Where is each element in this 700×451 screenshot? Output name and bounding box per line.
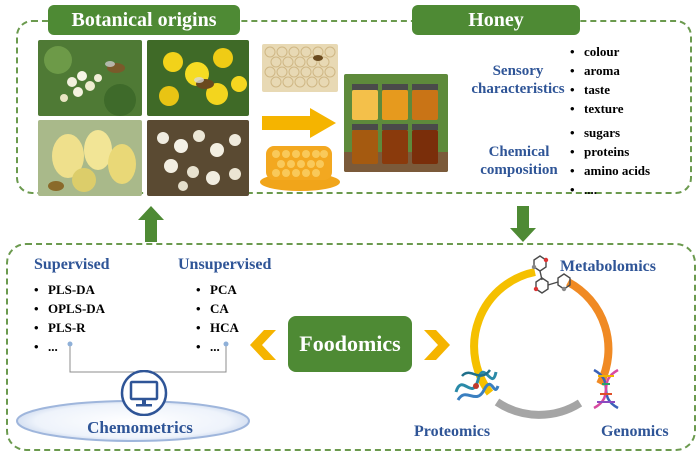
- flower-photo-white-bee: [38, 40, 142, 116]
- arrow-down-icon: [510, 206, 536, 242]
- foodomics-panel: [6, 243, 696, 451]
- list-item: ...: [34, 337, 144, 356]
- sensory-characteristics-label: Sensory characteristics: [471, 63, 565, 97]
- dna-icon: [593, 368, 619, 410]
- supervised-list: PLS-DA OPLS-DA PLS-R ...: [34, 280, 144, 356]
- list-item: texture: [570, 99, 680, 118]
- honey-title: Honey: [412, 5, 580, 35]
- list-item: proteins: [570, 142, 686, 161]
- list-item: PLS-R: [34, 318, 144, 337]
- list-item: CA: [196, 299, 286, 318]
- foodomics-box: Foodomics: [288, 316, 412, 372]
- flower-photo-white-clusters: [147, 120, 249, 196]
- list-item: colour: [570, 42, 680, 61]
- list-item: sugars: [570, 123, 686, 142]
- arrow-right-icon: [262, 108, 336, 138]
- list-item: amino acids: [570, 161, 686, 180]
- list-item: PCA: [196, 280, 286, 299]
- honeycomb-wax-photo: [262, 44, 338, 92]
- chevron-left-icon: [250, 330, 276, 360]
- genomics-label: Genomics: [601, 423, 669, 440]
- honey-origins-panel: [16, 20, 692, 194]
- proteomics-label: Proteomics: [414, 423, 491, 440]
- chevron-right-icon: [424, 330, 450, 360]
- unsupervised-list: PCA CA HCA ...: [196, 280, 286, 356]
- metabolomics-label: Metabolomics: [560, 258, 656, 275]
- chemical-composition-label: Chemical composition: [480, 144, 558, 178]
- molecule-icon: [531, 255, 571, 294]
- honeycomb-honey-photo: [258, 140, 342, 192]
- monitor-icon: [120, 370, 168, 416]
- list-item: OPLS-DA: [34, 299, 144, 318]
- flower-photo-yellow-clusters: [38, 120, 142, 196]
- arrow-up-icon: [138, 206, 164, 242]
- supervised-title: Supervised: [34, 256, 110, 273]
- sensory-list: colour aroma taste texture: [570, 42, 680, 118]
- unsupervised-title: Unsupervised: [178, 256, 272, 273]
- botanical-origins-title: Botanical origins: [48, 5, 240, 35]
- chemical-list: sugars proteins amino acids ....: [570, 123, 686, 199]
- list-item: ....: [570, 180, 686, 199]
- list-item: aroma: [570, 61, 680, 80]
- flower-photo-yellow-bee: [147, 40, 249, 116]
- list-item: PLS-DA: [34, 280, 144, 299]
- list-item: ...: [196, 337, 286, 356]
- list-item: HCA: [196, 318, 286, 337]
- list-item: taste: [570, 80, 680, 99]
- protein-icon: [454, 369, 500, 401]
- chemometrics-label: Chemometrics: [87, 418, 193, 437]
- honey-jars-photo: [344, 74, 448, 172]
